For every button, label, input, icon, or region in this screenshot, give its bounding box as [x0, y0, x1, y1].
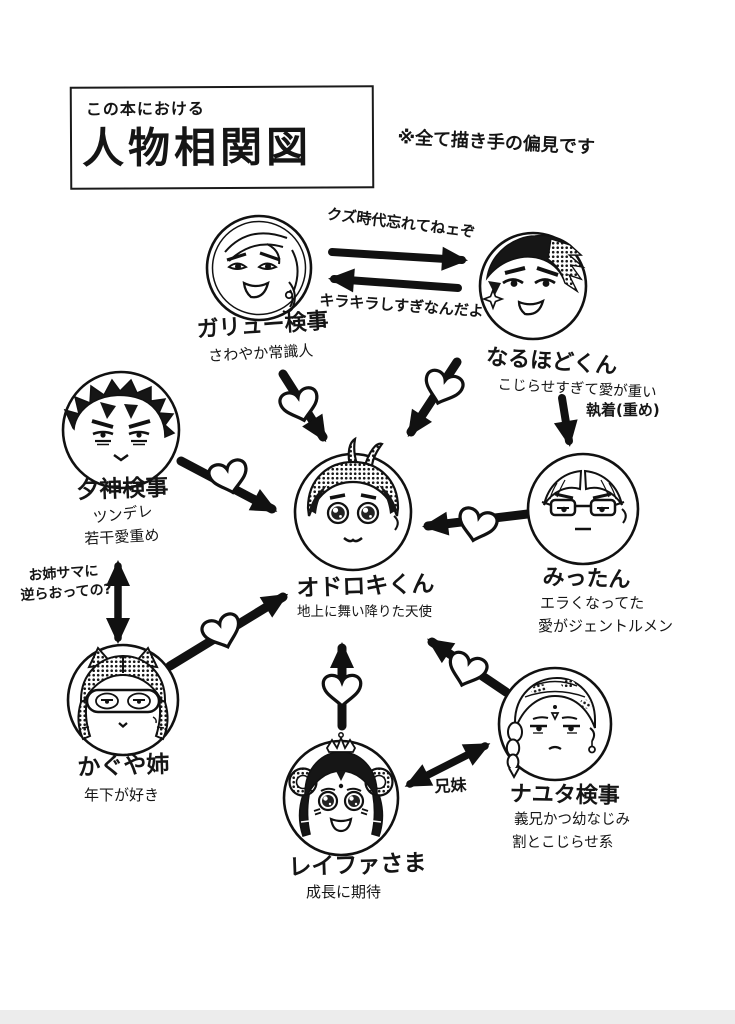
heart-icon: [278, 386, 319, 423]
label-rayfa-trait: 成長に期待: [306, 883, 382, 901]
portrait-garyu: [205, 214, 313, 322]
edge-label-rayfa-nayuta: 兄妹: [433, 775, 467, 796]
portrait-mitsurugi: [526, 452, 640, 566]
portrait-odoroki: [293, 436, 413, 572]
label-mitsurugi-trait-2: 愛がジェントルメン: [538, 617, 674, 635]
label-kaguya-trait: 年下が好き: [84, 786, 160, 804]
heart-icon: [448, 650, 489, 688]
title-box: この本における 人物相関図: [69, 85, 375, 190]
label-nayuta-trait-1: 義兄かつ幼なじみ: [514, 812, 630, 828]
label-mitsurugi-trait-1: エラくなってた: [540, 594, 645, 612]
tiara-icon: [325, 735, 357, 753]
arrow-naruhodo-to-garyu: [328, 268, 462, 293]
heart-icon: [458, 506, 499, 543]
portrait-kaguya: [66, 643, 180, 757]
arrow-garyu-to-naruhodo: [328, 246, 468, 271]
label-nayuta-name: ナユタ検事: [509, 782, 620, 809]
label-odoroki-name: オドロキくん: [296, 571, 435, 602]
label-rayfa-name: レイファさま: [288, 850, 427, 881]
label-nayuta-trait-2: 割とこじらせ系: [512, 835, 614, 851]
arrow-rayfa-nayuta-both: [404, 742, 491, 788]
label-odoroki-trait: 地上に舞い降りた天使: [297, 604, 432, 620]
sparkle-icon: [481, 287, 505, 311]
heart-icon: [207, 458, 248, 495]
label-mitsurugi-name: みったん: [542, 565, 631, 594]
page-title: 人物相関図: [81, 122, 313, 173]
portrait-yugami: [61, 370, 181, 490]
arrow-naruhodo-to-mitsurugi: [553, 394, 578, 447]
portrait-naruhodo: [478, 231, 588, 341]
heart-icon: [321, 673, 363, 709]
earring-icon: [588, 745, 596, 754]
portrait-nayuta: [497, 666, 613, 782]
page-edge-shadow: [0, 1010, 735, 1024]
heart-icon: [424, 368, 465, 406]
heart-icon: [200, 612, 241, 649]
earring-icon: [284, 290, 294, 300]
label-yugami-name: 夕神検事: [76, 474, 169, 504]
edge-label-naruhodo-to-mitsurugi: 執着(重め): [586, 401, 660, 419]
portrait-rayfa: [282, 732, 400, 857]
label-kaguya-name: かぐや姉: [77, 751, 170, 781]
hearts-layer: [200, 368, 499, 709]
